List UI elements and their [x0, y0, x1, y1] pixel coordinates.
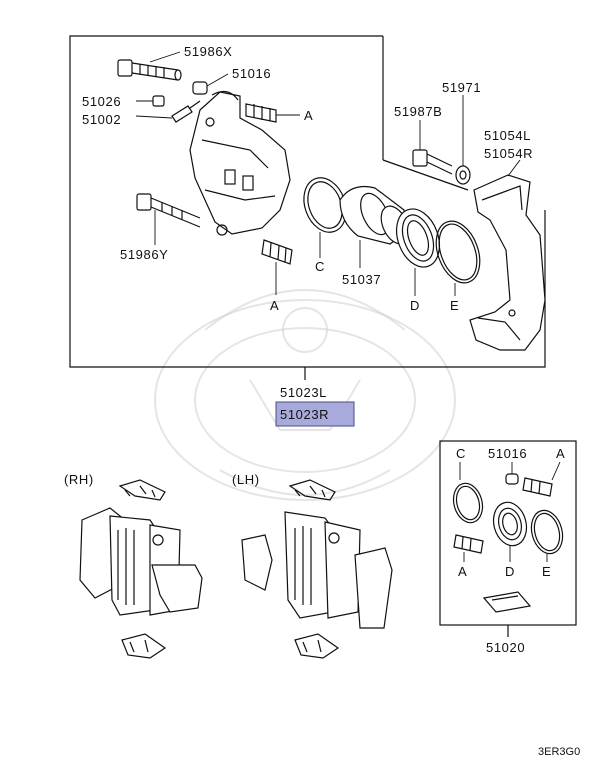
watermark-emblem [154, 289, 456, 501]
label-51020: 51020 [486, 640, 525, 655]
grease-packet-51020[interactable] [482, 591, 532, 613]
pad-set-lh[interactable] [241, 479, 393, 659]
seal-kit-frame [439, 440, 577, 637]
label-a-kit-bottom: A [458, 564, 467, 579]
label-51054r: 51054R [484, 146, 533, 161]
label-a-mid: A [270, 298, 279, 313]
label-51971: 51971 [442, 80, 481, 95]
label-c-kit: C [456, 446, 466, 461]
label-d-main: D [410, 298, 420, 313]
bushing-51016-kit[interactable] [505, 473, 519, 485]
washer-51971[interactable] [455, 165, 471, 185]
label-d-kit: D [505, 564, 515, 579]
boot-a-kit-bottom[interactable] [453, 534, 484, 554]
label-lh: (LH) [232, 472, 260, 487]
bolt-51986x[interactable] [117, 59, 182, 81]
label-51026: 51026 [82, 94, 121, 109]
bushing-51016[interactable] [192, 81, 208, 95]
label-51037: 51037 [342, 272, 381, 287]
seal-d-main[interactable] [389, 203, 447, 273]
seal-c-kit[interactable] [449, 480, 486, 526]
label-51023r[interactable]: 51023R [280, 407, 329, 422]
cap-51026[interactable] [152, 95, 165, 107]
label-rh: (RH) [64, 472, 94, 487]
pad-set-rh[interactable] [79, 479, 203, 659]
label-a-kit-top: A [556, 446, 565, 461]
part-highlight [275, 401, 355, 427]
label-51986x: 51986X [184, 44, 232, 59]
seal-d-kit[interactable] [489, 499, 531, 550]
label-51016-kit: 51016 [488, 446, 527, 461]
label-51016: 51016 [232, 66, 271, 81]
bracket-51054[interactable] [469, 174, 546, 351]
diagram-code: 3ER3G0 [538, 746, 580, 758]
label-c-main: C [315, 259, 325, 274]
label-51054l: 51054L [484, 128, 531, 143]
bleeder-51002[interactable] [171, 100, 201, 123]
label-51002: 51002 [82, 112, 121, 127]
boot-a-kit-top[interactable] [522, 477, 553, 497]
bolt-51987b[interactable] [412, 149, 453, 175]
caliper-body[interactable] [189, 90, 291, 236]
boot-a-top[interactable] [245, 103, 277, 123]
caliper-assembly-frame [69, 35, 546, 380]
label-51987b: 51987B [394, 104, 442, 119]
ring-e-kit[interactable] [527, 507, 567, 557]
label-e-main: E [450, 298, 459, 313]
label-51023l: 51023L [280, 385, 327, 400]
ring-e-main[interactable] [428, 215, 487, 289]
bolt-51986y[interactable] [136, 193, 201, 228]
label-e-kit: E [542, 564, 551, 579]
label-51986y: 51986Y [120, 247, 168, 262]
label-a-top: A [304, 108, 313, 123]
boot-a-mid[interactable] [261, 239, 293, 265]
